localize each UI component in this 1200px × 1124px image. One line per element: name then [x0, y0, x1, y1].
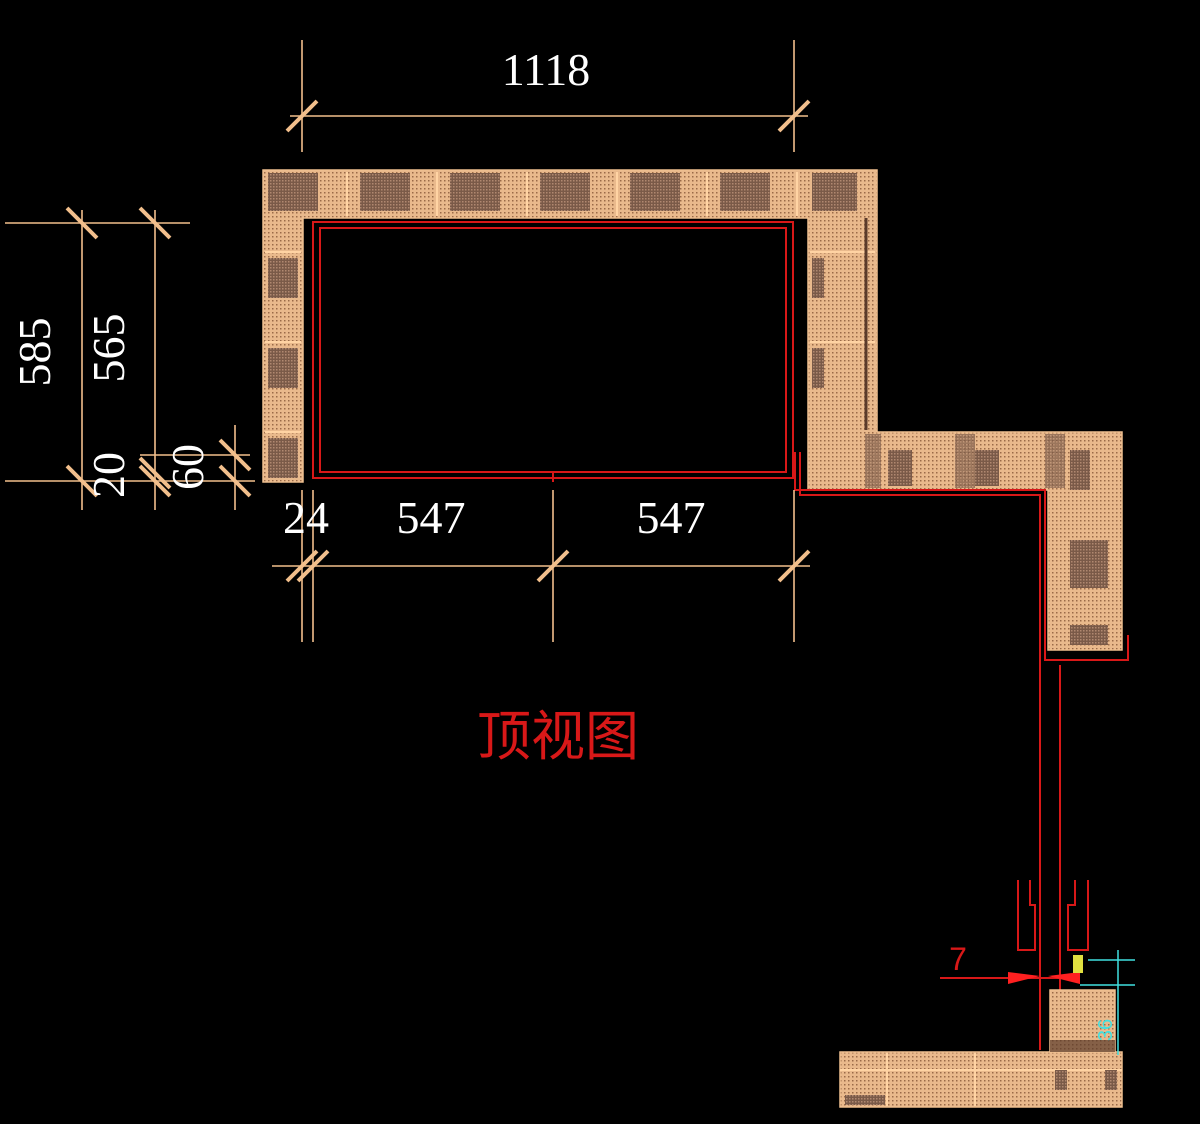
- detail-gap-dimension: 7: [949, 941, 967, 977]
- bottom-span-2-label: 547: [637, 492, 706, 543]
- panel-seams: [265, 172, 1065, 488]
- top-width-label: 1118: [502, 44, 591, 95]
- drawing-title: 顶视图: [477, 705, 639, 768]
- bottom-span-1-label: 547: [397, 492, 466, 543]
- detail-cyan-dimension: 36: [1095, 1019, 1117, 1041]
- left-inner-label: 565: [83, 314, 134, 383]
- arrow-marker: [1008, 972, 1040, 984]
- bottom-dimensions: 24 547 547: [272, 490, 811, 642]
- left-dimensions: 585 565 20 60: [5, 206, 255, 510]
- red-outline: [312, 221, 1129, 1050]
- left-small-a-label: 20: [83, 452, 134, 498]
- left-outer-label: 585: [9, 318, 60, 387]
- left-small-b-label: 60: [162, 444, 213, 490]
- bottom-offset-label: 24: [283, 492, 329, 543]
- dark-inlays: [268, 173, 1108, 645]
- top-frame: [262, 169, 1123, 651]
- bottom-detail: 36 7: [839, 941, 1135, 1108]
- top-dimension: 1118: [285, 40, 811, 152]
